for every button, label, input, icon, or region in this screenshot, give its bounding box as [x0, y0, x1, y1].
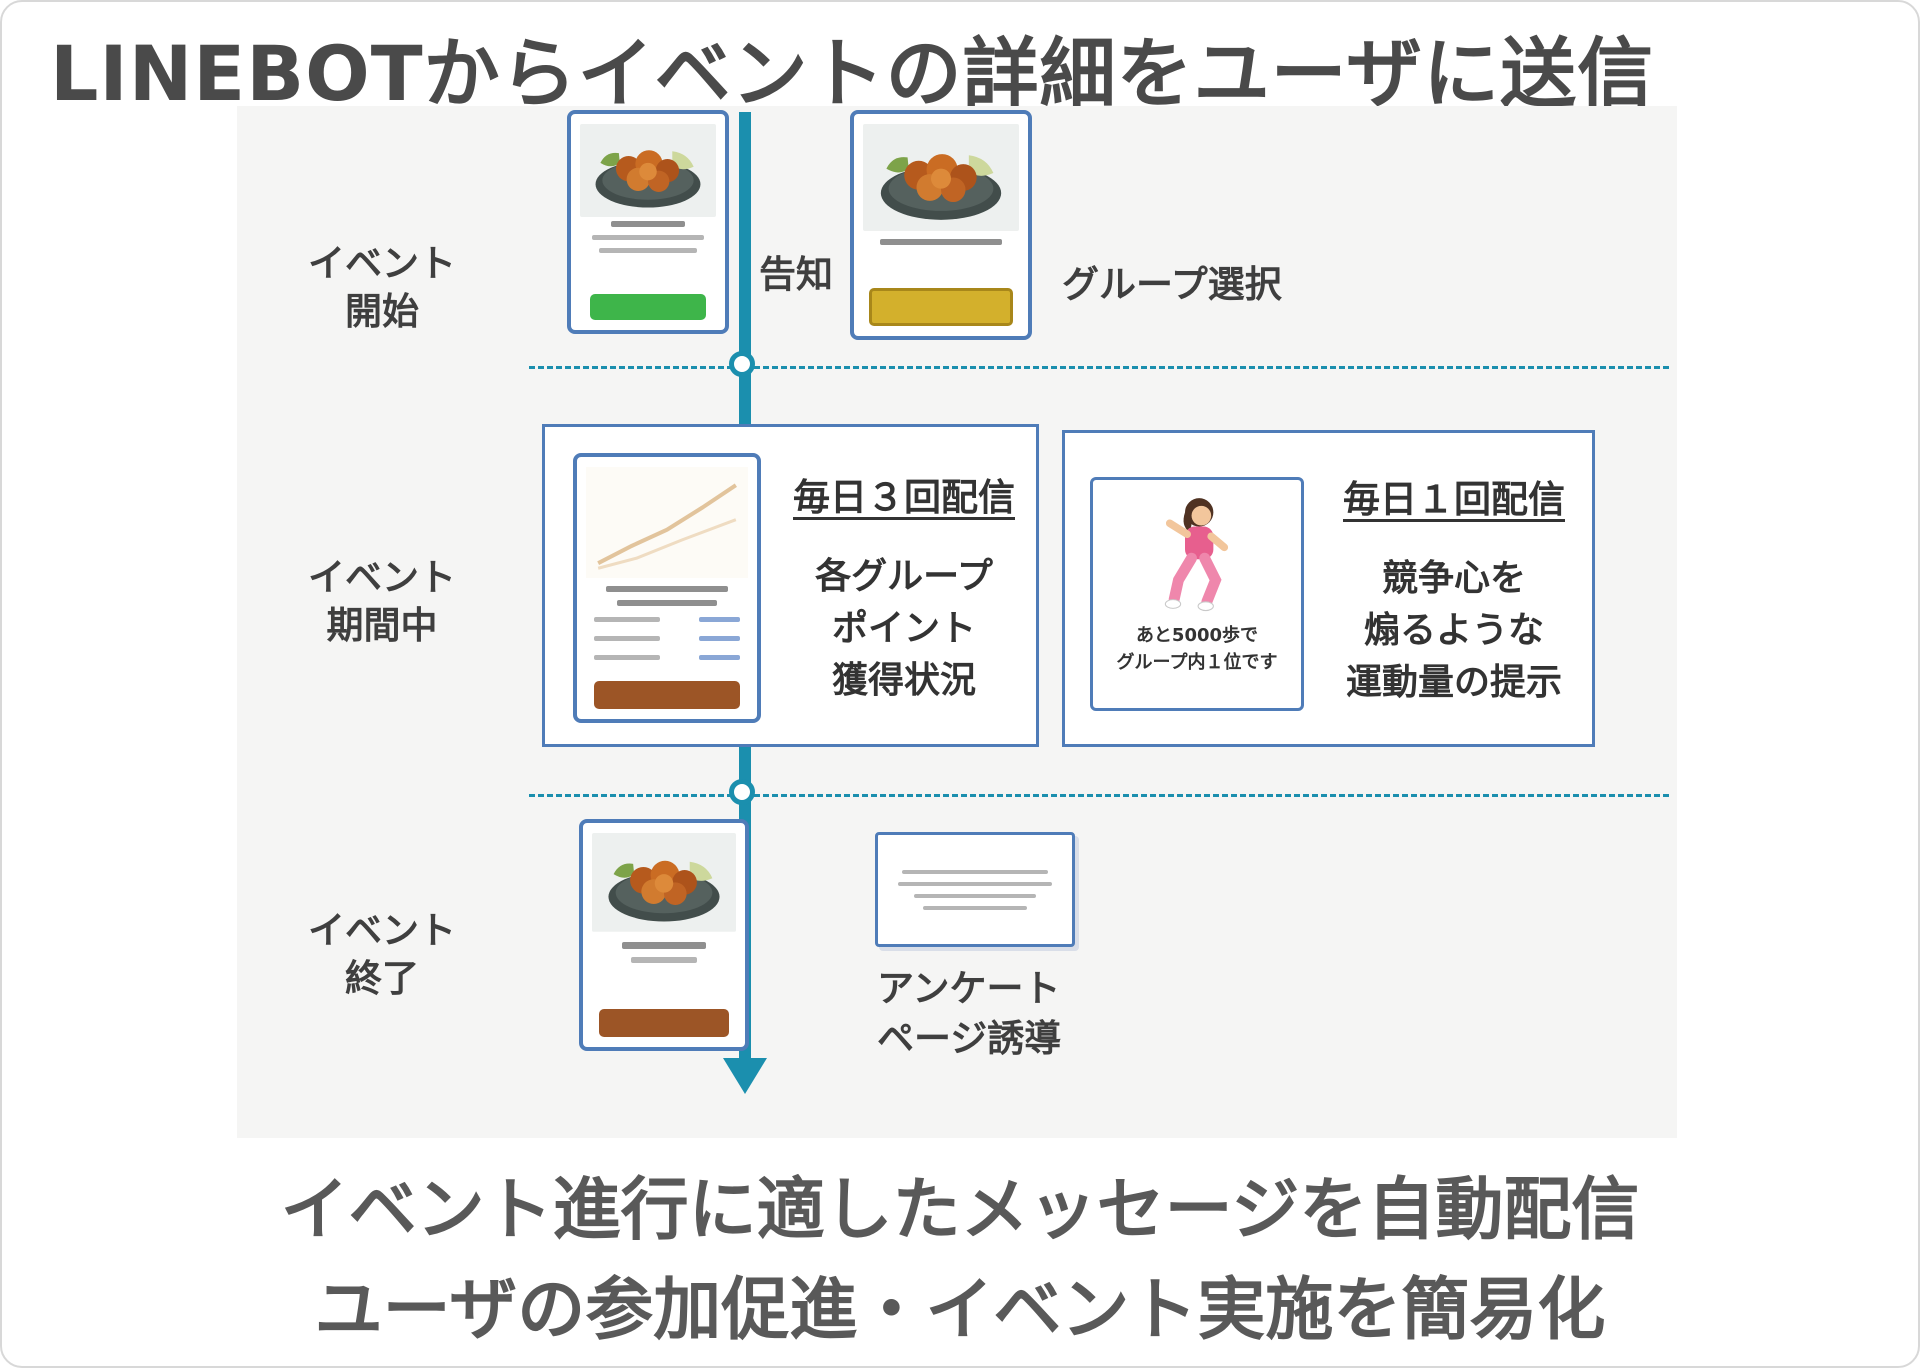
- survey-guide-line2: ページ誘導: [877, 1016, 1062, 1060]
- phase-during-line1: イベント: [308, 556, 456, 599]
- text-line-placeholder: [606, 586, 728, 593]
- exercise-text-line3: 運動量の提示: [1345, 662, 1562, 704]
- phase-end-line1: イベント: [308, 909, 456, 952]
- group-select-card-button: [869, 288, 1013, 326]
- text-line-placeholder: [922, 905, 1028, 910]
- announce-label: 告知: [759, 253, 833, 296]
- stat-row: [594, 613, 740, 626]
- exercise-motivation-text: 毎日１回配信 競争心を 煽るような 運動量の提示: [1320, 469, 1588, 710]
- phase-label-start: イベント 開始: [267, 240, 497, 336]
- points-card-button: [594, 681, 740, 709]
- text-line-placeholder: [630, 956, 698, 963]
- text-line-placeholder: [610, 221, 686, 228]
- footer-line2: ユーザの参加促進・イベント実施を簡易化: [314, 1271, 1606, 1350]
- food-photo: [580, 124, 716, 218]
- text-line-placeholder: [616, 600, 718, 607]
- phase-label-end: イベント 終了: [267, 907, 497, 1003]
- steps-chart: [586, 467, 748, 579]
- event-end-message-card: [579, 819, 749, 1051]
- steps-caption-line2: グループ内１位です: [1116, 652, 1278, 673]
- food-photo: [863, 124, 1019, 231]
- survey-guide-line1: アンケート: [877, 967, 1061, 1010]
- value-placeholder: [699, 636, 740, 642]
- text-line-placeholder: [880, 238, 1002, 245]
- phase-start-line2: 開始: [345, 290, 419, 334]
- text-line-placeholder: [901, 869, 1049, 874]
- value-placeholder: [699, 617, 740, 623]
- event-end-card-button: [599, 1009, 729, 1037]
- announce-message-card: [567, 110, 729, 334]
- stat-row: [594, 632, 740, 645]
- daily-1-time-heading: 毎日１回配信: [1343, 478, 1565, 521]
- timeline-arrowhead-icon: [723, 1058, 767, 1094]
- announce-card-button: [589, 294, 707, 320]
- points-text-line2: ポイント: [831, 608, 976, 650]
- label-placeholder: [594, 636, 660, 642]
- exercise-text-line1: 競争心を: [1381, 558, 1526, 599]
- exercise-motivation-box: あと5000歩で グループ内１位です 毎日１回配信 競争心を 煽るような 運動量…: [1062, 430, 1595, 747]
- stat-row: [594, 651, 740, 664]
- text-line-placeholder: [914, 893, 1036, 898]
- points-status-text: 毎日３回配信 各グループ ポイント 獲得状況: [775, 467, 1033, 708]
- timeline-node-2: [729, 779, 755, 805]
- footer-line1: イベント進行に適したメッセージを自動配信: [280, 1171, 1640, 1250]
- points-status-box: 毎日３回配信 各グループ ポイント 獲得状況: [542, 424, 1039, 747]
- phase-divider-1: [529, 366, 1669, 369]
- group-select-label: グループ選択: [1062, 263, 1282, 306]
- group-select-message-card: [850, 110, 1032, 340]
- steps-caption-line1: あと5000歩で: [1135, 625, 1259, 646]
- phase-label-during: イベント 期間中: [267, 554, 497, 650]
- phase-start-line1: イベント: [308, 242, 456, 285]
- running-person-illustration: [1164, 498, 1229, 612]
- points-text-line1: 各グループ: [815, 556, 993, 597]
- text-line-placeholder: [622, 941, 706, 949]
- steps-message-card: あと5000歩で グループ内１位です: [1090, 477, 1304, 711]
- label-placeholder: [594, 655, 660, 661]
- exercise-text-line2: 煽るような: [1363, 610, 1544, 652]
- value-placeholder: [699, 655, 740, 661]
- text-line-placeholder: [592, 235, 704, 241]
- text-line-placeholder: [898, 881, 1052, 886]
- survey-page-card: [875, 832, 1075, 947]
- food-photo: [592, 833, 736, 932]
- survey-guide-label: アンケート ページ誘導: [877, 964, 1157, 1064]
- phase-end-line2: 終了: [345, 957, 419, 1001]
- phase-during-line2: 期間中: [326, 604, 438, 648]
- phase-divider-2: [529, 794, 1669, 797]
- timeline-node-1: [729, 351, 755, 377]
- daily-3-times-heading: 毎日３回配信: [793, 476, 1015, 519]
- slide-title: LINEBOTからイベントの詳細をユーザに送信: [50, 29, 1655, 118]
- label-placeholder: [594, 617, 660, 623]
- points-text-line3: 獲得状況: [831, 660, 976, 702]
- diagram-canvas: イベント 開始 イベント 期間中 イベント 終了: [237, 106, 1677, 1138]
- text-line-placeholder: [599, 248, 697, 254]
- points-message-card: [573, 453, 761, 723]
